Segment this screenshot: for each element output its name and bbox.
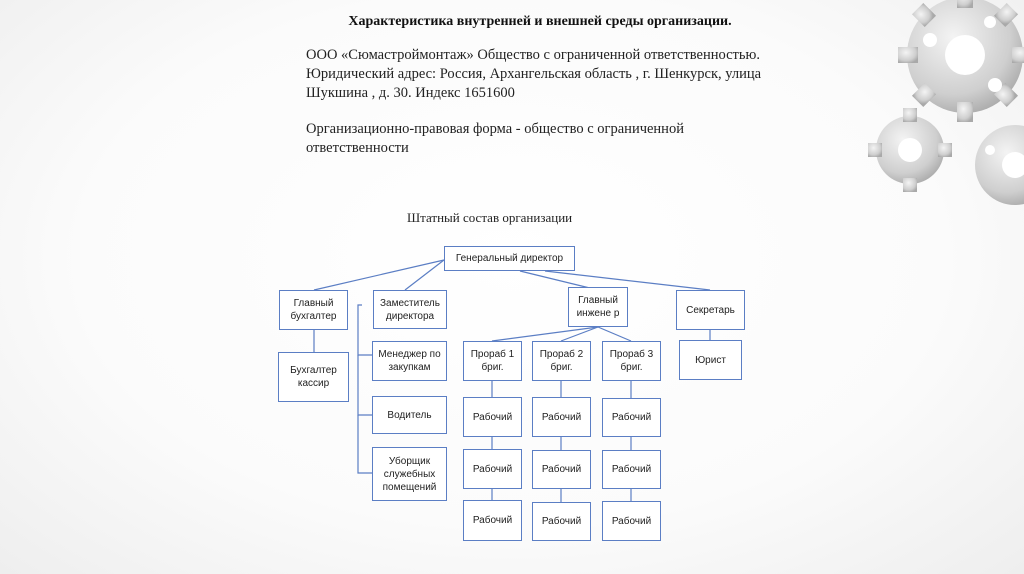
node-worker: Рабочий [463, 397, 522, 437]
connector-engineer-foreman1 [491, 326, 599, 342]
legal-form-paragraph: Организационно-правовая форма - общество… [306, 121, 684, 156]
company-info-paragraph: ООО «Сюмастроймонтаж» Общество с огранич… [306, 47, 762, 101]
node-worker: Рабочий [602, 398, 661, 437]
node-cleaner: Уборщик служебных помещений [372, 447, 447, 501]
node-foreman-1: Прораб 1 бриг. [463, 341, 522, 381]
gear-right-icon [975, 125, 1024, 205]
node-worker: Рабочий [532, 502, 591, 541]
node-secretary: Секретарь [676, 290, 745, 330]
connector-ceo-engineer [519, 270, 599, 291]
connector-ceo-deputy [404, 259, 445, 291]
gears-decoration-icon [868, 0, 1024, 205]
gear-small-icon [868, 108, 952, 192]
node-worker: Рабочий [532, 397, 591, 437]
node-accountant-cashier: Бухгалтер кассир [278, 352, 349, 402]
connector-deputy-manager [357, 304, 372, 356]
slide-title: Характеристика внутренней и внешней сред… [348, 14, 732, 29]
node-worker: Рабочий [463, 449, 522, 489]
connector-deputy-cleaner [357, 415, 372, 474]
node-purchasing-manager: Менеджер по закупкам [372, 341, 447, 381]
org-chart-title: Штатный состав организации [407, 210, 573, 225]
connector-engineer-foreman3 [597, 326, 632, 342]
node-chief-accountant: Главный бухгалтер [279, 290, 348, 330]
node-deputy-director: Заместитель директора [373, 290, 447, 329]
node-worker: Рабочий [532, 450, 591, 489]
node-foreman-3: Прораб 3 бриг. [602, 341, 661, 381]
connector-engineer-foreman2 [560, 326, 599, 342]
node-chief-engineer: Главный инжене р [568, 287, 628, 327]
connector-ceo-secretary [544, 270, 711, 291]
node-worker: Рабочий [602, 501, 661, 541]
node-lawyer: Юрист [679, 340, 742, 380]
node-worker: Рабочий [463, 500, 522, 541]
gear-large-icon [898, 0, 1024, 122]
node-worker: Рабочий [602, 450, 661, 489]
node-foreman-2: Прораб 2 бриг. [532, 341, 591, 381]
node-ceo: Генеральный директор [444, 246, 575, 271]
node-driver: Водитель [372, 396, 447, 434]
connector-deputy-driver [357, 355, 372, 416]
connector-ceo-accountant [313, 259, 445, 291]
